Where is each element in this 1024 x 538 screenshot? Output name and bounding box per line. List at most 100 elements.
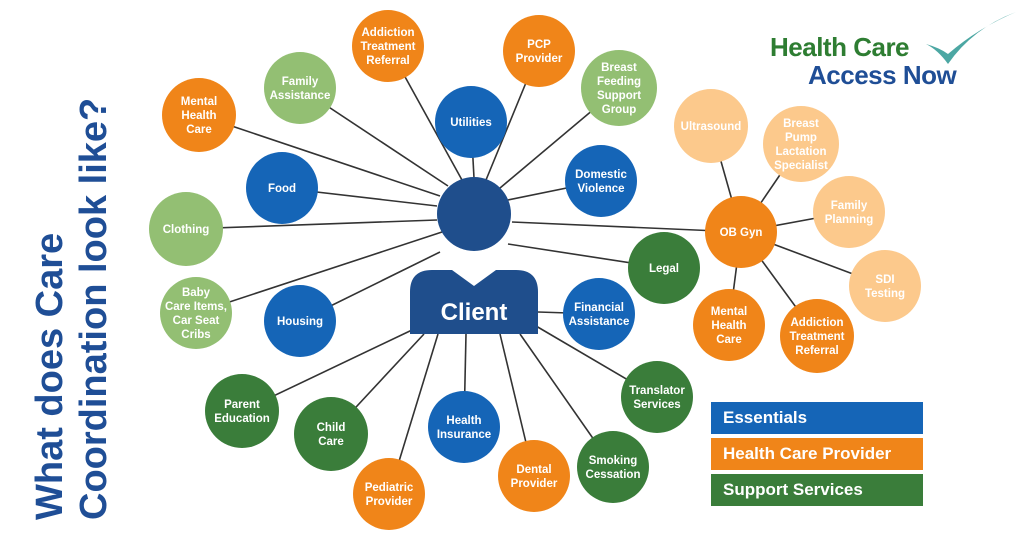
service-nodes: AddictionTreatmentReferralPCPProviderBre…	[149, 10, 921, 530]
node-ultrasound: Ultrasound	[674, 89, 748, 163]
node-obgyn: OB Gyn	[705, 196, 777, 268]
page-title-line-1: What does Care	[29, 232, 71, 520]
connector-obgyn	[511, 221, 742, 233]
node-label-obgyn: OB Gyn	[720, 227, 763, 239]
node-label-family-assistance: Family	[282, 76, 319, 88]
node-circle-pcp	[503, 15, 575, 87]
node-circle-food	[246, 152, 318, 224]
legend-item-health-care-provider: Health Care Provider	[711, 438, 923, 470]
node-label-smoking: Cessation	[586, 469, 641, 481]
node-label-health-insurance: Insurance	[437, 429, 491, 441]
node-label-child-care: Child	[317, 422, 346, 434]
node-label-mental-health-left: Care	[186, 124, 212, 136]
node-label-pediatric: Pediatric	[365, 482, 414, 494]
node-label-dental: Provider	[511, 478, 558, 490]
node-label-breast-pump: Pump	[785, 132, 817, 144]
node-label-breastfeeding: Group	[602, 104, 637, 116]
node-label-addiction-top: Referral	[366, 55, 409, 67]
legend: Essentials Health Care Provider Support …	[711, 402, 923, 510]
node-label-sdi: SDI	[875, 274, 894, 286]
health-care-access-now-logo: Health Care Access Now	[768, 10, 1018, 90]
client-body	[410, 270, 538, 334]
node-label-addiction-right: Addiction	[790, 317, 843, 329]
node-label-child-care: Care	[318, 436, 344, 448]
node-label-baby-care: Baby	[182, 287, 211, 299]
node-circle-family-planning	[813, 176, 885, 248]
node-food: Food	[246, 152, 318, 224]
legend-item-essentials: Essentials	[711, 402, 923, 434]
node-label-translator: Translator	[629, 385, 685, 397]
node-label-family-assistance: Assistance	[270, 90, 331, 102]
node-clothing: Clothing	[149, 192, 223, 266]
node-circle-dental	[498, 440, 570, 512]
node-label-translator: Services	[633, 399, 680, 411]
node-label-baby-care: Care Items,	[165, 301, 227, 313]
connector-mental-health-left	[198, 114, 441, 197]
node-circle-obgyn	[705, 196, 777, 268]
node-circle-family-assistance	[264, 52, 336, 124]
logo-word-health: Health	[770, 32, 847, 62]
node-label-mental-health-left: Mental	[181, 96, 217, 108]
node-label-addiction-top: Treatment	[361, 41, 416, 53]
node-label-addiction-top: Addiction	[361, 27, 414, 39]
connector-clothing	[185, 219, 438, 230]
node-circle-translator	[621, 361, 693, 433]
node-label-pediatric: Provider	[366, 496, 413, 508]
node-label-family-planning: Family	[831, 200, 868, 212]
node-circle-child-care	[294, 397, 368, 471]
node-circle-pediatric	[353, 458, 425, 530]
node-label-pcp: Provider	[516, 53, 563, 65]
node-utilities: Utilities	[435, 86, 507, 158]
logo-word-access: Access	[808, 60, 897, 90]
node-label-addiction-right: Treatment	[790, 331, 845, 343]
node-circle-utilities	[435, 86, 507, 158]
node-circle-financial	[563, 278, 635, 350]
page-title: What does Care Coordination look like?	[28, 20, 116, 520]
node-circle-baby-care	[160, 277, 232, 349]
node-label-baby-care: Car Seat	[173, 315, 220, 327]
node-label-mental-health-right: Mental	[711, 306, 747, 318]
node-circle-breastfeeding	[581, 50, 657, 126]
node-label-housing: Housing	[277, 316, 323, 328]
node-label-food: Food	[268, 183, 296, 195]
node-circle-legal	[628, 232, 700, 304]
node-label-utilities: Utilities	[450, 117, 492, 129]
checkmark-icon	[926, 12, 1016, 64]
node-label-breastfeeding: Support	[597, 90, 641, 102]
node-circle-housing	[264, 285, 336, 357]
logo-word-now: Now	[902, 60, 957, 90]
node-label-parent-education: Parent	[224, 399, 260, 411]
node-label-domestic-violence: Domestic	[575, 169, 627, 181]
client-head	[437, 177, 511, 251]
node-label-smoking: Smoking	[589, 455, 638, 467]
node-label-domestic-violence: Violence	[577, 183, 624, 195]
node-label-parent-education: Education	[214, 413, 270, 425]
node-label-dental: Dental	[516, 464, 551, 476]
node-label-health-insurance: Health	[446, 415, 481, 427]
node-label-breast-pump: Lactation	[775, 146, 826, 158]
node-label-ultrasound: Ultrasound	[681, 121, 742, 133]
client-label: Client	[441, 299, 508, 326]
node-circle-smoking	[577, 431, 649, 503]
legend-item-support-services: Support Services	[711, 474, 923, 506]
node-circle-domestic-violence	[565, 145, 637, 217]
node-label-financial: Financial	[574, 302, 624, 314]
node-label-breastfeeding: Feeding	[597, 76, 641, 88]
